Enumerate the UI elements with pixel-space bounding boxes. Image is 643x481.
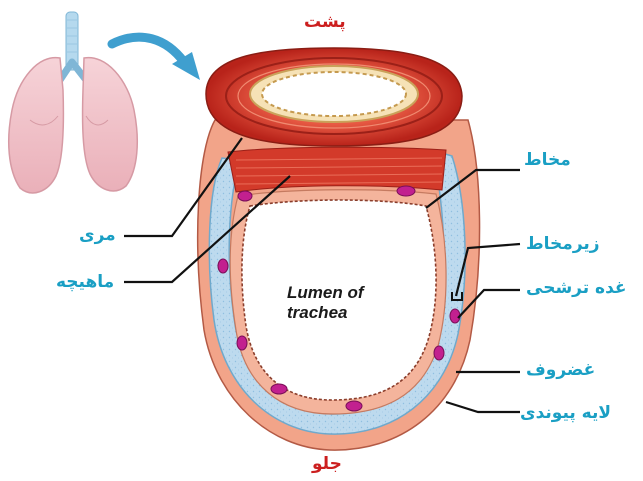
label-mucosa: مخاط	[524, 152, 571, 169]
trachealis-muscle	[228, 147, 446, 192]
label-gland: غده ترشحی	[526, 280, 627, 297]
lumen-caption-line2: trachea	[287, 303, 364, 323]
label-bottom-ventral: جلو	[312, 456, 342, 473]
label-connective: لایه پیوندی	[520, 405, 611, 422]
label-cartilage: غضروف	[526, 362, 595, 379]
label-muscle: ماهیچه	[56, 274, 114, 291]
label-submucosa: زیرمخاط	[526, 236, 600, 253]
label-esophagus: مری	[79, 227, 116, 244]
esophagus	[206, 48, 462, 146]
arrow-icon	[112, 37, 200, 80]
lumen-caption-line1: Lumen of	[287, 283, 364, 303]
lumen-caption: Lumen of trachea	[287, 283, 364, 322]
label-top-dorsal: پشت	[304, 14, 346, 31]
